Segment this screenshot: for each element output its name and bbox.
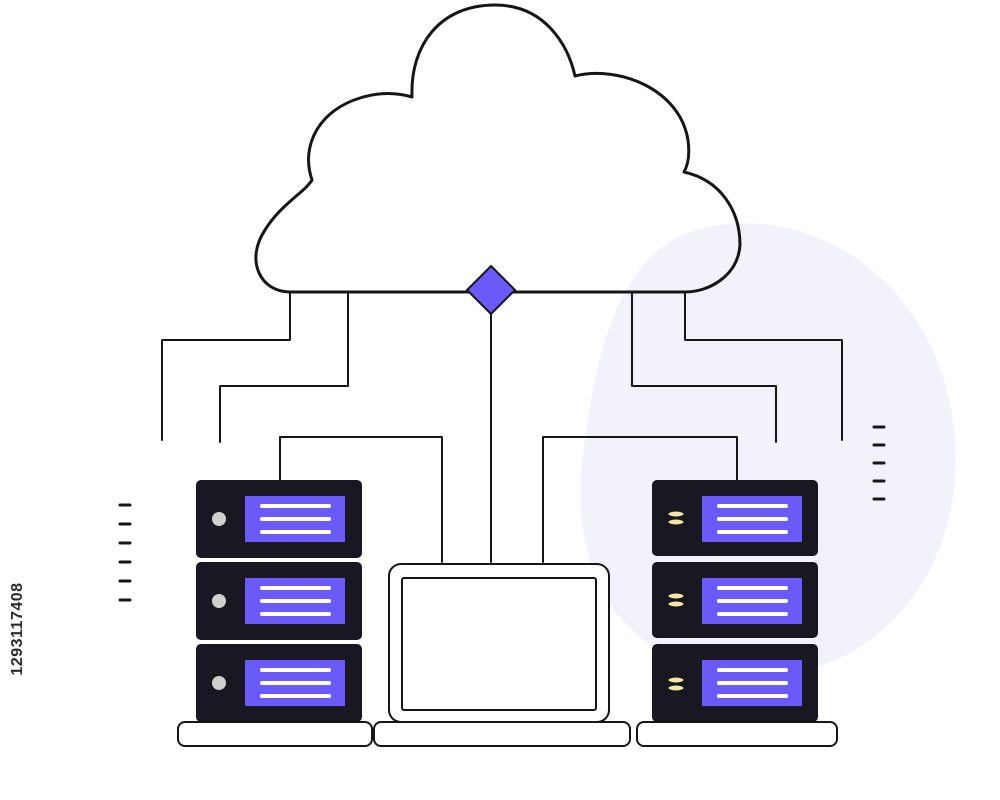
server-rack-icon [652, 480, 818, 722]
laptop-icon [388, 563, 610, 723]
base-platforms [177, 721, 838, 747]
status-led [212, 676, 226, 690]
connector-left-inner [219, 291, 349, 443]
connector-right-server [542, 436, 738, 563]
connector-right-inner [631, 291, 777, 443]
connector-left-outer [161, 291, 291, 441]
cloud-icon [254, 3, 742, 294]
status-led [212, 594, 226, 608]
server-rack-icon [196, 480, 362, 722]
left-tick-marks [118, 503, 132, 602]
status-led [667, 676, 685, 692]
status-led [212, 512, 226, 526]
image-id-watermark: 1293117408 [9, 582, 26, 676]
status-led [667, 510, 685, 526]
connector-left-server [279, 436, 443, 563]
right-tick-marks [872, 425, 886, 501]
connector-right-outer [684, 291, 843, 441]
status-led [667, 592, 685, 608]
network-node-icon [465, 264, 517, 316]
